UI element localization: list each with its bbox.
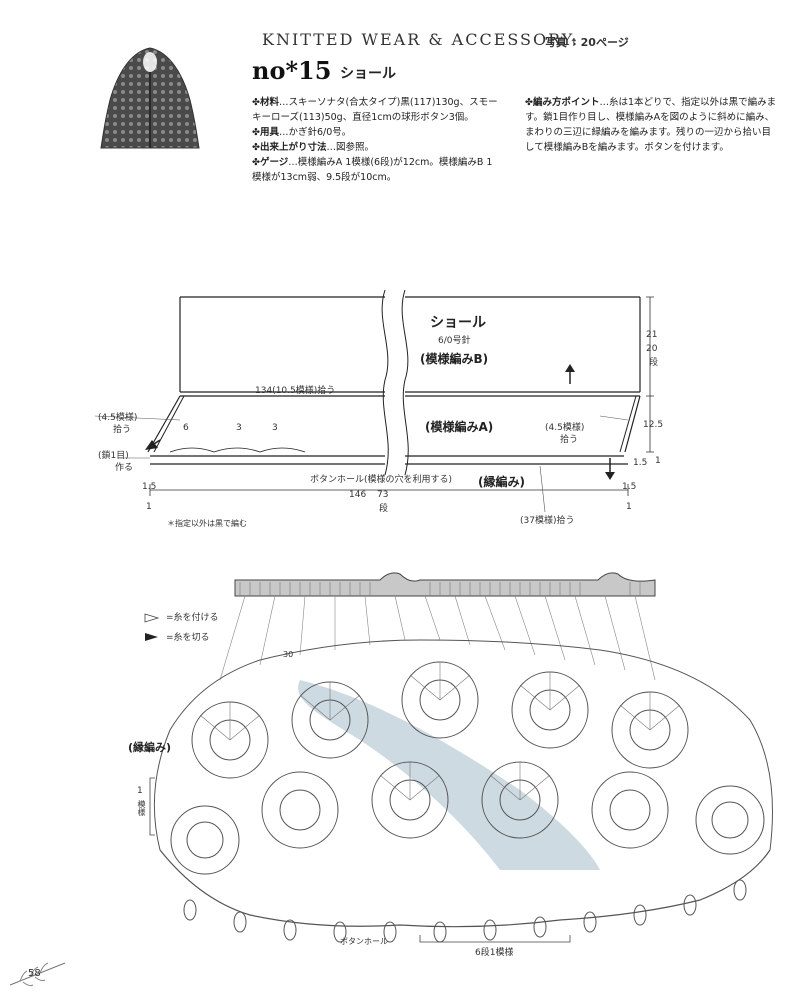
materials-text: …スキーソナタ(合太タイプ)黒(117)130g、スモーキーローズ(113)50… bbox=[252, 97, 498, 123]
rows-73: 73 bbox=[377, 490, 389, 500]
size-text: …図参照。 bbox=[326, 142, 374, 153]
materials-label: ✤材料 bbox=[252, 97, 279, 108]
schematic-edging: (縁編み) bbox=[478, 475, 525, 489]
right-margin-15: 1.5 bbox=[622, 482, 637, 492]
rows-20: 20 bbox=[646, 344, 658, 354]
rows-3a: 3 bbox=[236, 423, 242, 433]
right-pick-label: 拾う bbox=[560, 435, 579, 445]
page-number: 58 bbox=[28, 968, 41, 979]
tools-text: …かぎ針6/0号。 bbox=[278, 127, 352, 138]
schematic-pattern-a: (模様編みA) bbox=[425, 420, 494, 434]
instructions-info: ✤編み方ポイント…糸は1本どりで、指定以外は黒で編みます。鎖1目作り目し、模様編… bbox=[525, 95, 777, 155]
buttonhole-note: ボタンホール(模様の穴を利用する) bbox=[310, 475, 453, 485]
color-note: ＊指定以外は黒で編む bbox=[167, 519, 247, 528]
chain-label: 作る bbox=[115, 463, 134, 473]
series-title: KNITTED WEAR & ACCESSORY. bbox=[262, 30, 580, 49]
leaf-ornament-icon bbox=[9, 962, 66, 987]
chart-buttonhole-label: ボタンホール bbox=[340, 937, 388, 946]
gauge-label: ✤ゲージ bbox=[252, 157, 289, 168]
schematic-needle: 6/0号針 bbox=[438, 336, 471, 346]
edge-15: 1.5 bbox=[633, 458, 648, 468]
crochet-chart bbox=[144, 572, 773, 943]
chart-row-30: 30 bbox=[283, 650, 294, 659]
right-margin-rows: 1 bbox=[626, 502, 632, 512]
left-pick-count: (4.5模様) bbox=[98, 413, 138, 423]
size-label: ✤出来上がり寸法 bbox=[252, 142, 327, 153]
rows-unit-right: 段 bbox=[649, 358, 659, 368]
left-margin-rows: 1 bbox=[146, 502, 152, 512]
edge-rows: 1 bbox=[655, 456, 661, 466]
pattern-number: no*15 bbox=[252, 56, 332, 85]
photo-reference: 写真 ☨ 20ページ bbox=[545, 36, 629, 49]
tools-label: ✤用具 bbox=[252, 127, 279, 138]
chart-repeat-unit: 模様 bbox=[137, 800, 146, 816]
gauge-text: …模様編みA 1模様(6段)が12cm。模様編みB 1模様が13cm弱、9.5段… bbox=[252, 157, 493, 183]
shawl-photo bbox=[100, 47, 200, 149]
legend-cut-label: =糸を切る bbox=[166, 633, 210, 643]
height-21: 21 bbox=[646, 330, 658, 340]
bottom-pick: (37模様)拾う bbox=[520, 516, 575, 526]
shawl-schematic bbox=[94, 289, 654, 513]
right-pick-count: (4.5模様) bbox=[545, 423, 585, 433]
schematic-shawl-label: ショール bbox=[430, 315, 486, 331]
chart-six-rows-label: 6段1模様 bbox=[475, 948, 514, 958]
height-125: 12.5 bbox=[643, 420, 664, 430]
pattern-title: ショール bbox=[340, 66, 396, 82]
left-pick-label: 拾う bbox=[113, 425, 132, 435]
legend-join-label: =糸を付ける bbox=[166, 613, 219, 623]
chart-repeat-count: 1 bbox=[137, 786, 143, 796]
instructions-label: ✤編み方ポイント bbox=[525, 97, 600, 108]
schematic-pickup-top: 134(10.5模様)拾う bbox=[255, 386, 336, 396]
chart-edging-label: (縁編み) bbox=[128, 741, 172, 754]
rows-3b: 3 bbox=[272, 423, 278, 433]
rows-unit-bottom: 段 bbox=[379, 504, 389, 514]
width-146: 146 bbox=[349, 490, 367, 500]
instructions-text: …糸は1本どりで、指定以外は黒で編みます。鎖1目作り目し、模様編みAを図のように… bbox=[525, 97, 777, 153]
materials-info: ✤材料…スキーソナタ(合太タイプ)黒(117)130g、スモーキーローズ(113… bbox=[252, 95, 500, 185]
rows-6: 6 bbox=[183, 423, 189, 433]
schematic-pattern-b: (模様編みB) bbox=[420, 352, 489, 366]
left-margin-15: 1.5 bbox=[142, 482, 157, 492]
chain-count: (鎖1目) bbox=[98, 451, 129, 461]
